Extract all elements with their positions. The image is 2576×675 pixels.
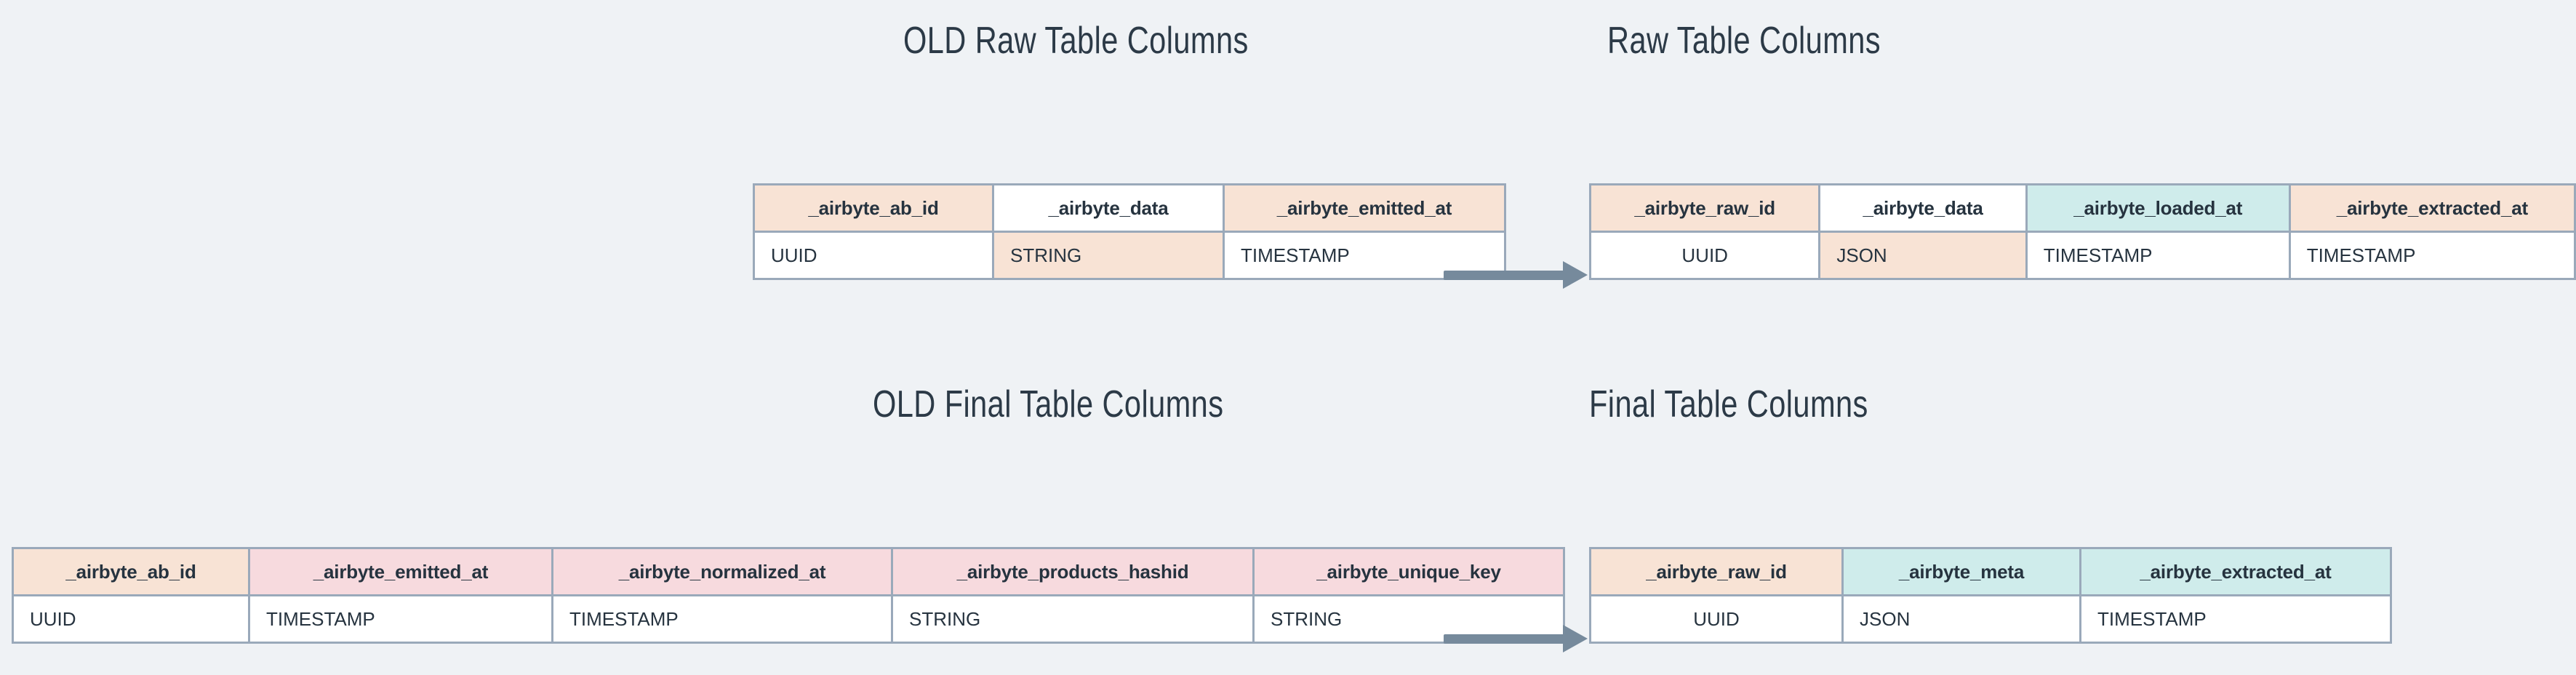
column-type-cell: STRING bbox=[992, 231, 1225, 280]
arrow-head bbox=[1563, 261, 1588, 289]
column-header-cell: _airbyte_normalized_at bbox=[551, 547, 893, 596]
table-row-header: _airbyte_ab_id _airbyte_emitted_at _airb… bbox=[12, 547, 1565, 596]
title-old-raw-table-columns: OLD Raw Table Columns bbox=[903, 20, 1249, 62]
column-type-cell: TIMESTAMP bbox=[2288, 231, 2576, 280]
table-row-type: UUID STRING TIMESTAMP bbox=[753, 231, 1506, 280]
column-type-cell: UUID bbox=[12, 594, 250, 644]
column-type-cell: TIMESTAMP bbox=[551, 594, 893, 644]
title-final-table-columns: Final Table Columns bbox=[1589, 383, 1868, 426]
table-old-final: _airbyte_ab_id _airbyte_emitted_at _airb… bbox=[12, 547, 1565, 644]
table-old-raw: _airbyte_ab_id _airbyte_data _airbyte_em… bbox=[753, 183, 1506, 280]
title-old-final-table-columns: OLD Final Table Columns bbox=[873, 383, 1224, 426]
column-header-cell: _airbyte_extracted_at bbox=[2288, 183, 2576, 233]
column-type-cell: TIMESTAMP bbox=[2079, 594, 2392, 644]
column-header-cell: _airbyte_raw_id bbox=[1589, 547, 1844, 596]
column-header-cell: _airbyte_unique_key bbox=[1252, 547, 1565, 596]
table-row-type: UUID JSON TIMESTAMP TIMESTAMP bbox=[1588, 231, 2576, 280]
column-header-cell: _airbyte_meta bbox=[1841, 547, 2081, 596]
column-type-cell: TIMESTAMP bbox=[248, 594, 553, 644]
column-header-cell: _airbyte_emitted_at bbox=[248, 547, 553, 596]
arrow-shaft bbox=[1444, 271, 1566, 280]
column-header-cell: _airbyte_raw_id bbox=[1588, 183, 1821, 233]
column-type-cell: TIMESTAMP bbox=[2025, 231, 2291, 280]
column-header-cell: _airbyte_data bbox=[1818, 183, 2028, 233]
title-raw-table-columns: Raw Table Columns bbox=[1607, 20, 1881, 62]
table-row-header: _airbyte_raw_id _airbyte_meta _airbyte_e… bbox=[1589, 547, 2392, 596]
column-type-cell: UUID bbox=[1588, 231, 1821, 280]
column-type-cell: STRING bbox=[1252, 594, 1565, 644]
column-header-cell: _airbyte_extracted_at bbox=[2079, 547, 2392, 596]
column-type-cell: STRING bbox=[891, 594, 1255, 644]
arrow-head bbox=[1563, 625, 1588, 652]
column-type-cell: UUID bbox=[1589, 594, 1844, 644]
table-row-type: UUID TIMESTAMP TIMESTAMP STRING STRING bbox=[12, 594, 1565, 644]
column-header-cell: _airbyte_data bbox=[992, 183, 1225, 233]
table-row-header: _airbyte_raw_id _airbyte_data _airbyte_l… bbox=[1588, 183, 2576, 233]
column-header-cell: _airbyte_ab_id bbox=[12, 547, 250, 596]
table-new-final: _airbyte_raw_id _airbyte_meta _airbyte_e… bbox=[1589, 547, 2392, 644]
column-header-cell: _airbyte_loaded_at bbox=[2025, 183, 2291, 233]
column-type-cell: TIMESTAMP bbox=[1223, 231, 1506, 280]
table-row-header: _airbyte_ab_id _airbyte_data _airbyte_em… bbox=[753, 183, 1506, 233]
column-header-cell: _airbyte_emitted_at bbox=[1223, 183, 1506, 233]
column-type-cell: UUID bbox=[753, 231, 994, 280]
table-new-raw: _airbyte_raw_id _airbyte_data _airbyte_l… bbox=[1588, 183, 2576, 280]
column-header-cell: _airbyte_ab_id bbox=[753, 183, 994, 233]
arrow-shaft bbox=[1444, 634, 1566, 644]
table-row-type: UUID JSON TIMESTAMP bbox=[1589, 594, 2392, 644]
column-type-cell: JSON bbox=[1841, 594, 2081, 644]
column-type-cell: JSON bbox=[1818, 231, 2028, 280]
column-header-cell: _airbyte_products_hashid bbox=[891, 547, 1255, 596]
